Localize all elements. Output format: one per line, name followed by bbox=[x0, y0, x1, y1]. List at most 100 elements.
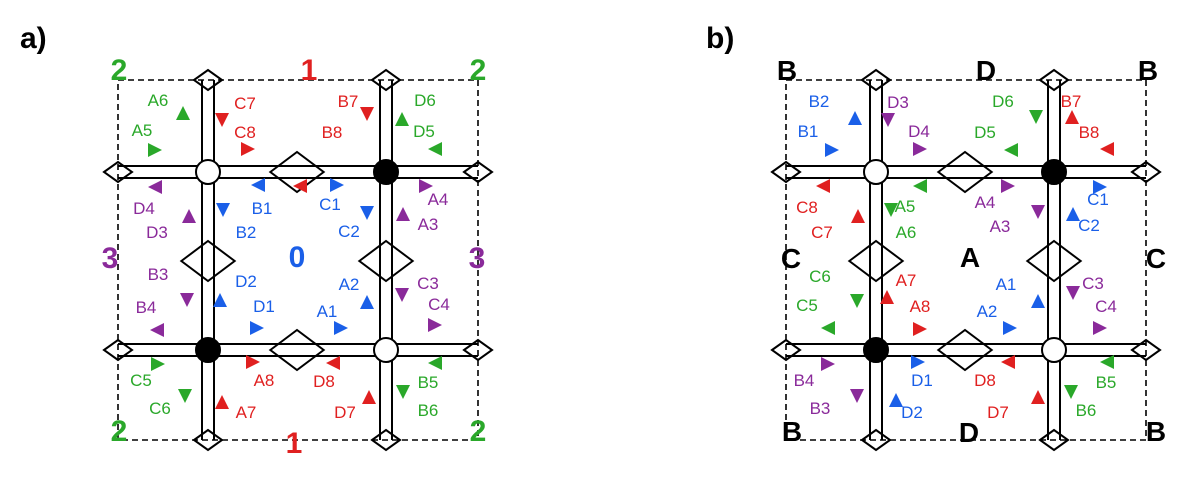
region-label-top-left: 2 bbox=[111, 54, 128, 87]
arrow-marker bbox=[334, 321, 348, 335]
arrow-marker bbox=[215, 113, 229, 127]
arrow-marker bbox=[395, 288, 409, 302]
edge-label: C4 bbox=[1095, 297, 1117, 316]
arrow-marker bbox=[150, 323, 164, 337]
edge-label: C1 bbox=[1087, 190, 1109, 209]
edge-label: D1 bbox=[911, 371, 933, 390]
filled-vertex bbox=[1041, 159, 1067, 185]
filled-vertex bbox=[863, 337, 889, 363]
region-label-top: 1 bbox=[301, 54, 318, 87]
edge-label: C3 bbox=[417, 274, 439, 293]
arrow-marker bbox=[326, 356, 340, 370]
edge-label: D7 bbox=[987, 403, 1009, 422]
arrow-marker bbox=[330, 178, 344, 192]
arrow-marker bbox=[1001, 355, 1015, 369]
edge-label: C1 bbox=[319, 195, 341, 214]
region-label-bottom: D bbox=[959, 417, 979, 448]
edge-label: B5 bbox=[1096, 373, 1117, 392]
arrow-marker bbox=[216, 203, 230, 217]
arrow-marker bbox=[360, 295, 374, 309]
arrow-marker bbox=[1031, 205, 1045, 219]
arrow-marker bbox=[889, 393, 903, 407]
arrow-marker bbox=[151, 357, 165, 371]
edge-label: D4 bbox=[908, 122, 930, 141]
edge-label: A4 bbox=[975, 193, 996, 212]
edge-label: C6 bbox=[149, 399, 171, 418]
arrow-marker bbox=[884, 203, 898, 217]
region-label-top-right: B bbox=[1138, 55, 1158, 86]
panel-label: a) bbox=[20, 22, 47, 55]
arrow-marker bbox=[1066, 286, 1080, 300]
edge-label: A1 bbox=[317, 302, 338, 321]
edge-label: D3 bbox=[146, 223, 168, 242]
region-label-center: A bbox=[960, 242, 980, 273]
arrow-marker bbox=[1029, 110, 1043, 124]
region-label-bottom-right: B bbox=[1146, 416, 1166, 447]
arrow-marker bbox=[1100, 355, 1114, 369]
arrow-marker bbox=[428, 318, 442, 332]
open-vertex bbox=[1041, 337, 1067, 363]
region-label-top: D bbox=[976, 55, 996, 86]
edge-label: C7 bbox=[234, 94, 256, 113]
edge-label: A6 bbox=[148, 91, 169, 110]
edge-label: A6 bbox=[896, 223, 917, 242]
edge-label: B4 bbox=[794, 371, 815, 390]
arrow-marker bbox=[913, 322, 927, 336]
arrow-marker bbox=[1066, 207, 1080, 221]
arrow-marker bbox=[419, 179, 433, 193]
arrow-marker bbox=[850, 389, 864, 403]
region-label-left: C bbox=[781, 243, 801, 274]
edge-label: B8 bbox=[322, 123, 343, 142]
arrow-marker bbox=[1093, 321, 1107, 335]
edge-label: C5 bbox=[130, 371, 152, 390]
lattice-network bbox=[770, 68, 1162, 452]
arrow-marker bbox=[180, 293, 194, 307]
arrow-marker bbox=[428, 142, 442, 156]
arrow-marker bbox=[880, 290, 894, 304]
edge-label: A5 bbox=[132, 121, 153, 140]
edge-label: B6 bbox=[418, 401, 439, 420]
edge-label: A2 bbox=[339, 275, 360, 294]
arrow-marker bbox=[250, 321, 264, 335]
edge-label: C3 bbox=[1082, 274, 1104, 293]
edge-label: B1 bbox=[252, 199, 273, 218]
region-label-right: 3 bbox=[469, 242, 486, 275]
edge-label: D2 bbox=[901, 403, 923, 422]
edge-label: C6 bbox=[809, 267, 831, 286]
arrow-marker bbox=[881, 113, 895, 127]
edge-label: C7 bbox=[811, 223, 833, 242]
edge-label: B6 bbox=[1076, 401, 1097, 420]
arrow-marker bbox=[241, 142, 255, 156]
edge-label: A3 bbox=[418, 215, 439, 234]
arrow-marker bbox=[825, 143, 839, 157]
edge-label: C5 bbox=[796, 296, 818, 315]
region-label-left: 3 bbox=[102, 242, 119, 275]
edge-label: A7 bbox=[896, 271, 917, 290]
lattice-network bbox=[102, 68, 494, 452]
arrow-marker bbox=[246, 355, 260, 369]
arrow-marker bbox=[1100, 142, 1114, 156]
open-vertex bbox=[863, 159, 889, 185]
arrow-marker bbox=[913, 179, 927, 193]
arrow-marker bbox=[362, 390, 376, 404]
arrow-marker bbox=[851, 209, 865, 223]
edge-label: B4 bbox=[136, 298, 157, 317]
edge-label: B2 bbox=[236, 223, 257, 242]
edge-label: C2 bbox=[338, 222, 360, 241]
arrow-marker bbox=[428, 356, 442, 370]
panel-label: b) bbox=[706, 22, 734, 55]
region-label-bottom-left: B bbox=[782, 416, 802, 447]
arrow-marker bbox=[251, 178, 265, 192]
filled-vertex bbox=[373, 159, 399, 185]
edge-label: D8 bbox=[313, 372, 335, 391]
edge-label: B7 bbox=[338, 92, 359, 111]
arrow-marker bbox=[396, 385, 410, 399]
arrow-marker bbox=[1064, 385, 1078, 399]
edge-label: B5 bbox=[418, 373, 439, 392]
edge-label: C8 bbox=[796, 198, 818, 217]
region-label-bottom-right: 2 bbox=[470, 415, 487, 448]
edge-label: B3 bbox=[148, 265, 169, 284]
arrow-marker bbox=[182, 209, 196, 223]
edge-label: D8 bbox=[974, 371, 996, 390]
